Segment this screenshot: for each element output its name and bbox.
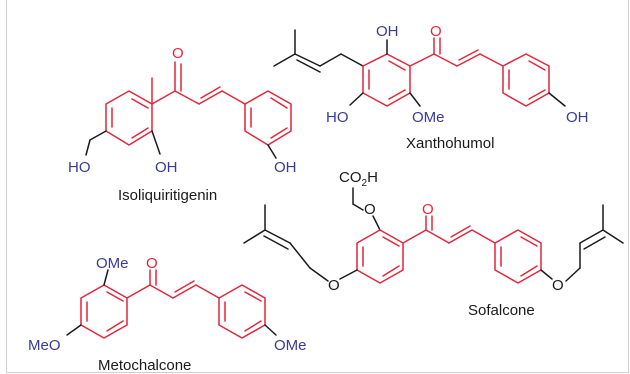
sofalcone-prenyl-right xyxy=(565,204,624,282)
isoliquiritigenin-alkene-2 xyxy=(200,86,221,99)
metochalcone-alpha-bond xyxy=(149,284,174,299)
xanthohumol-carbonyl-o: O xyxy=(430,23,442,40)
metochalcone-name: Metochalcone xyxy=(98,357,191,374)
sofalcone-ch2 xyxy=(352,203,364,211)
sofalcone-o2-ring-bond xyxy=(339,269,358,280)
xanthohumol-prenyl-chain xyxy=(273,29,364,73)
xanthohumol-oh-para-bond xyxy=(548,92,566,107)
sofalcone-alpha-bond xyxy=(425,229,450,244)
xanthohumol-ho-label: HO xyxy=(326,109,349,126)
sofalcone-beta-bond xyxy=(471,229,496,244)
metochalcone-alkene-2 xyxy=(174,280,195,293)
sofalcone-alkene xyxy=(448,229,473,244)
isoliquiritigenin-structure: HO OH O OH Isoliquiritigenin xyxy=(68,45,297,204)
xanthohumol-beta-bond xyxy=(479,53,504,67)
metochalcone-ome-para-label: OMe xyxy=(274,337,307,354)
metochalcone-alkene xyxy=(172,284,197,299)
sofalcone-ring-to-carbonyl xyxy=(402,229,427,244)
xanthohumol-ring-to-carbonyl xyxy=(409,53,435,67)
sofalcone-prenyl-left xyxy=(243,204,329,282)
sofalcone-o3-ring-bond xyxy=(540,269,553,280)
isoliquiritigenin-alkene xyxy=(198,90,223,105)
sofalcone-ring-b xyxy=(494,229,542,284)
sofalcone-name: Sofalcone xyxy=(468,302,535,319)
metochalcone-carbonyl-o: O xyxy=(146,255,158,272)
xanthohumol-oh-top-label: OH xyxy=(376,23,399,40)
xanthohumol-alkene-2 xyxy=(458,49,479,61)
isoliquiritigenin-beta-bond xyxy=(221,90,246,105)
isoliquiritigenin-oh-para-label: OH xyxy=(274,159,297,176)
sofalcone-o1-ring-bond xyxy=(372,215,381,231)
xanthohumol-name: Xanthohumol xyxy=(406,135,494,152)
xanthohumol-ring-b xyxy=(502,53,550,107)
metochalcone-ring-a xyxy=(80,284,128,339)
isoliquiritigenin-name: Isoliquiritigenin xyxy=(118,187,217,204)
isoliquiritigenin-ho-bond xyxy=(89,130,107,141)
metochalcone-ring-to-carbonyl xyxy=(126,284,151,299)
xanthohumol-ome-label: OMe xyxy=(412,109,445,126)
isoliquiritigenin-ring-a xyxy=(105,90,153,146)
metochalcone-ome-para-bond xyxy=(264,324,277,336)
isoliquiritigenin-alpha-bond xyxy=(174,90,200,105)
isoliquiritigenin-oh-ortho-label: OH xyxy=(155,159,178,176)
metochalcone-ome-left-label: MeO xyxy=(28,337,61,354)
sofalcone-ring-a xyxy=(356,229,404,284)
sofalcone-carbonyl-o: O xyxy=(422,201,434,218)
sofalcone-ether-o1: O xyxy=(364,201,376,218)
metochalcone-ome-top-label: OMe xyxy=(96,255,129,272)
sofalcone-structure: CO2H O O xyxy=(243,169,624,319)
isoliquiritigenin-carbonyl-carbon-bond xyxy=(151,90,176,105)
sofalcone-ether-o2: O xyxy=(328,277,340,294)
xanthohumol-structure: OH HO OMe O OH Xanthoh xyxy=(273,23,589,152)
xanthohumol-oh-para-label: OH xyxy=(566,109,589,126)
isoliquiritigenin-ring-b xyxy=(244,90,292,146)
isoliquiritigenin-oh-ortho-bond xyxy=(151,130,161,155)
sofalcone-ether-o3: O xyxy=(552,277,564,294)
isoliquiritigenin-oh-para-bond xyxy=(267,144,277,159)
metochalcone-structure: OMe MeO O OMe Metochalcone xyxy=(28,255,307,374)
metochalcone-ome-left-bond xyxy=(66,324,82,336)
figure-frame xyxy=(6,0,629,373)
sofalcone-co2h-label: CO2H xyxy=(339,169,378,189)
xanthohumol-alkene xyxy=(456,53,481,67)
metochalcone-ome-top-bond xyxy=(103,269,109,286)
metochalcone-beta-bond xyxy=(195,284,220,299)
isoliquiritigenin-ho-stub xyxy=(85,139,91,156)
metochalcone-ring-b xyxy=(218,284,266,339)
sofalcone-alkene-2 xyxy=(450,225,471,238)
xanthohumol-ho-bond xyxy=(349,92,364,106)
isoliquiritigenin-carbonyl-o: O xyxy=(172,45,184,62)
isoliquiritigenin-ho-label: HO xyxy=(68,159,91,176)
xanthohumol-ome-bond xyxy=(409,92,421,107)
xanthohumol-alpha-bond xyxy=(433,53,458,67)
xanthohumol-ring-a xyxy=(362,53,411,107)
